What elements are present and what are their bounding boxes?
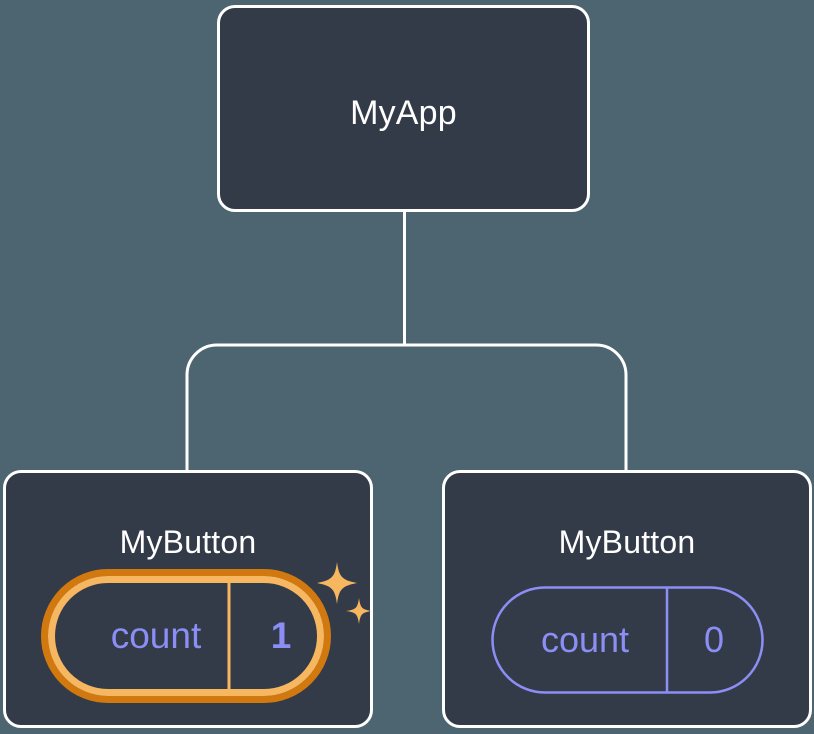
state-name-label: count — [540, 619, 630, 660]
edge-branch-right — [404, 343, 628, 470]
node-mybutton-right-label: MyButton — [558, 524, 696, 560]
node-mybutton-right[interactable]: MyButton — [442, 470, 812, 728]
sparkle-small-icon — [346, 598, 372, 624]
sparkle-large-icon — [317, 562, 357, 604]
node-myapp-label: MyApp — [350, 94, 457, 132]
state-pill-outer-ring — [41, 569, 331, 703]
state-pill-plain[interactable]: count 0 — [491, 586, 764, 694]
edge-branch-left — [185, 343, 405, 470]
state-pill-outline — [491, 586, 764, 694]
sparkle-group — [312, 558, 374, 638]
state-value-label: 1 — [270, 615, 292, 656]
node-myapp[interactable]: MyApp — [217, 5, 590, 212]
state-name-label: count — [110, 615, 202, 656]
state-pill-highlighted[interactable]: count 1 — [41, 569, 331, 703]
node-mybutton-left-label: MyButton — [119, 524, 257, 560]
state-value-label: 0 — [703, 619, 725, 660]
state-pill-inner-ring — [48, 576, 324, 696]
